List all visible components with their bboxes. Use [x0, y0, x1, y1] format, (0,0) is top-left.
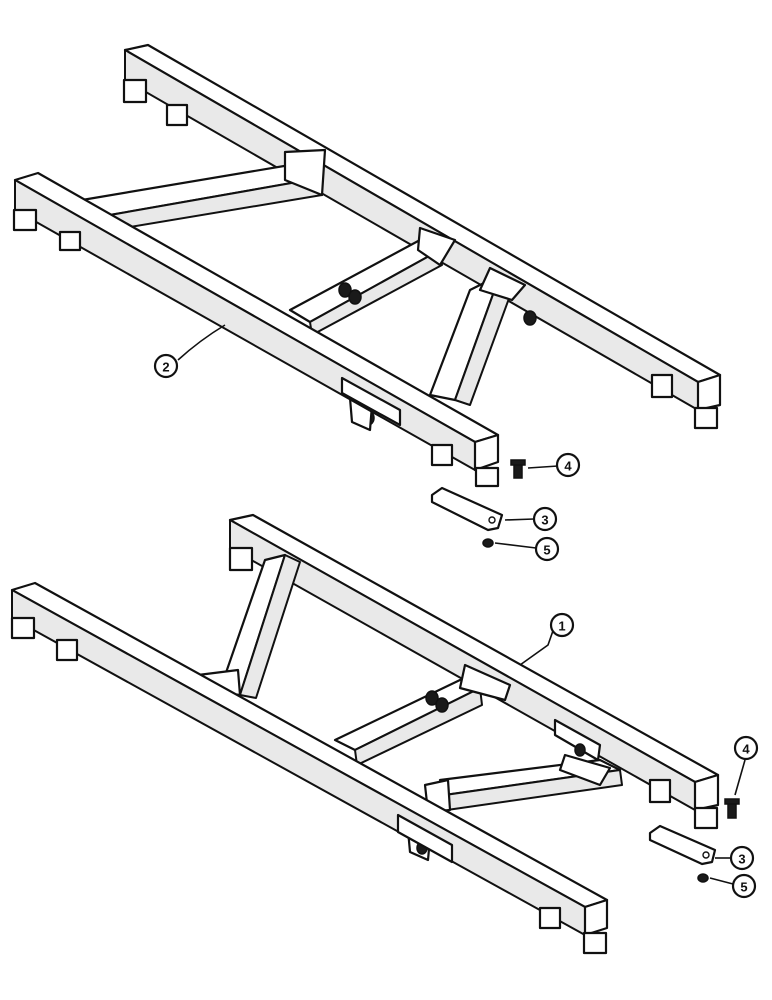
- upper-rear-rail: [122, 43, 722, 430]
- lower-nut: [697, 873, 709, 883]
- lower-frame-assembly: [10, 513, 740, 955]
- callout-1: 1: [549, 612, 575, 638]
- upper-link-plate: [430, 486, 504, 532]
- callout-4-lower: 4: [733, 735, 759, 761]
- upper-nut: [482, 538, 494, 548]
- callout-2-label: 2: [162, 360, 169, 375]
- upper-front-rail: [12, 171, 500, 488]
- callout-3-lower-label: 3: [738, 852, 745, 867]
- callout-5-upper-label: 5: [543, 543, 550, 558]
- callout-3-lower: 3: [729, 845, 755, 871]
- callout-5-lower-label: 5: [740, 880, 747, 895]
- callout-4-upper: 4: [555, 452, 581, 478]
- callout-1-label: 1: [558, 619, 565, 634]
- callout-4-lower-label: 4: [742, 742, 750, 757]
- callout-5-lower: 5: [731, 873, 757, 899]
- lower-front-rail: [10, 581, 609, 955]
- lower-link-plate: [648, 824, 717, 866]
- callout-2: 2: [153, 353, 179, 379]
- callout-5-upper: 5: [534, 536, 560, 562]
- lower-loose-parts: [648, 798, 740, 883]
- lower-braces: [196, 553, 623, 862]
- upper-loose-parts: [430, 459, 526, 548]
- upper-braces: [80, 148, 537, 432]
- callout-4-upper-label: 4: [564, 459, 572, 474]
- callout-3-upper: 3: [532, 506, 558, 532]
- upper-frame-assembly: [12, 43, 722, 548]
- callout-3-upper-label: 3: [541, 513, 548, 528]
